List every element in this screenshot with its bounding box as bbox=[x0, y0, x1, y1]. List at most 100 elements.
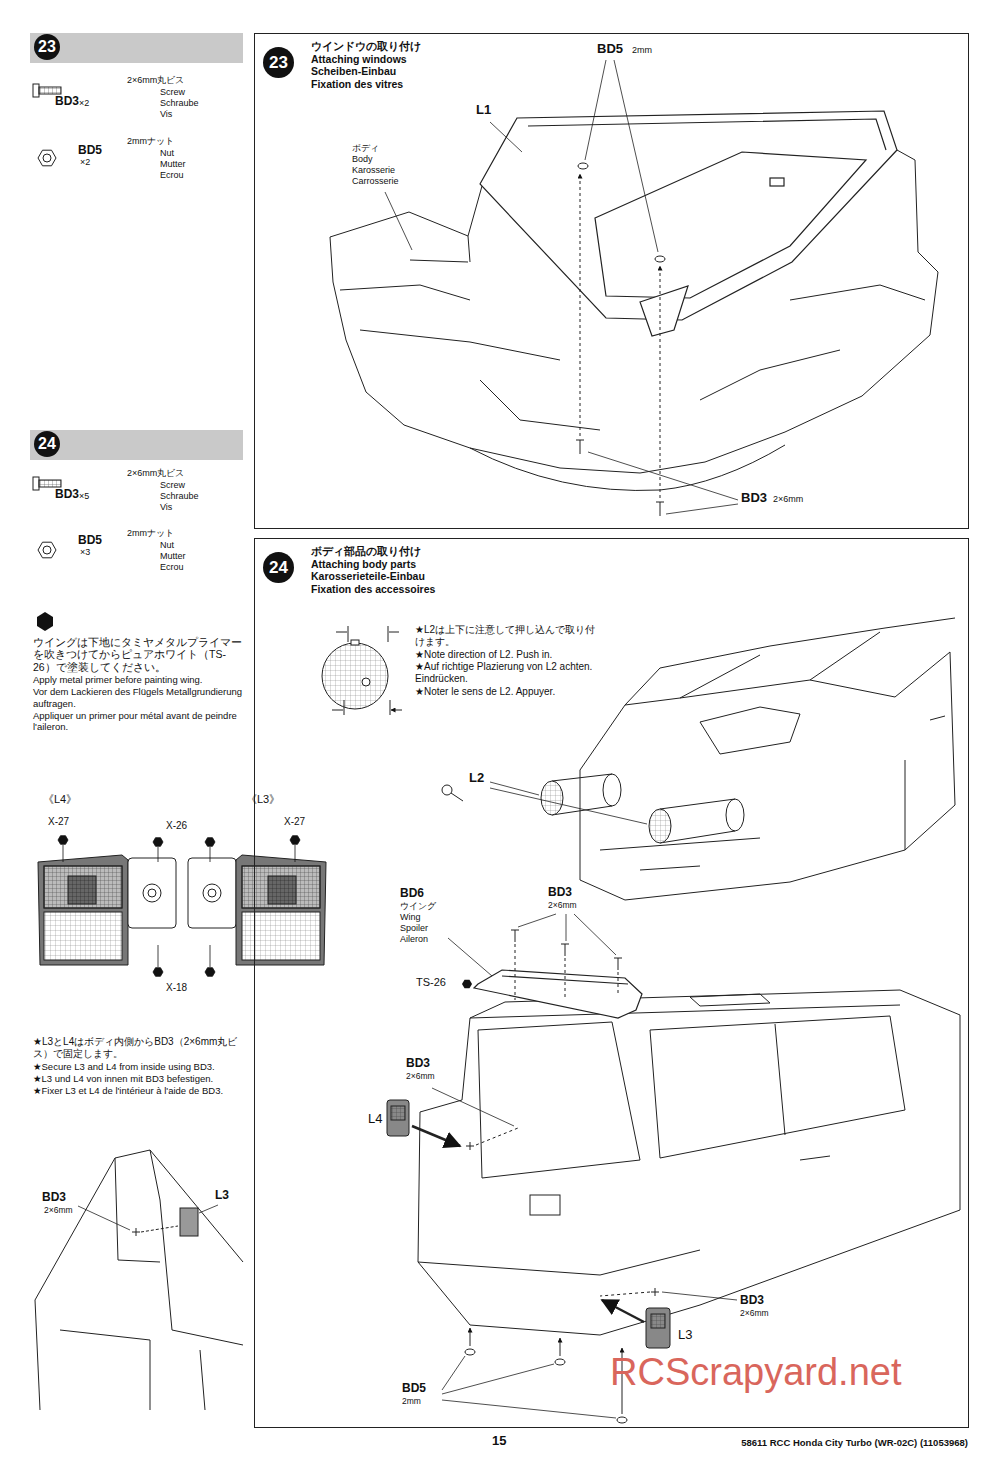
note: ★Secure L3 and L4 from inside using BD3. bbox=[33, 1061, 251, 1072]
car-body bbox=[340, 285, 470, 300]
window-part bbox=[480, 111, 897, 336]
part-code: L2 bbox=[469, 770, 484, 785]
part-code: BD3 bbox=[55, 487, 79, 501]
step-header: 23 bbox=[30, 33, 243, 63]
part-name: Carrosserie bbox=[352, 176, 399, 187]
part-code: 《L4》 bbox=[43, 793, 77, 806]
fastener bbox=[614, 958, 622, 970]
car-body bbox=[625, 618, 955, 705]
fastener bbox=[555, 1359, 565, 1365]
part-code: BD3 bbox=[741, 490, 767, 505]
part-code: BD5 bbox=[597, 41, 623, 56]
fastener bbox=[617, 1417, 627, 1423]
assembly-path bbox=[580, 174, 581, 436]
note: ★Fixer L3 et L4 de l'intérieur à l'aide … bbox=[33, 1085, 251, 1096]
screw-icon bbox=[33, 84, 39, 97]
lens-part bbox=[387, 1100, 409, 1136]
part-spec: 2×6mm bbox=[773, 494, 803, 505]
leader-line bbox=[490, 782, 647, 824]
leader-line bbox=[78, 1206, 130, 1230]
lens-part bbox=[44, 912, 122, 960]
fastener bbox=[466, 1142, 474, 1150]
note: ★Note direction of L2. Push in. bbox=[415, 649, 605, 661]
body-inset bbox=[35, 1150, 243, 1410]
car-body bbox=[895, 652, 955, 805]
part-spec: 2×6mm丸ビス bbox=[127, 468, 184, 479]
paint-mark bbox=[158, 847, 159, 862]
part-spec: 2mm bbox=[632, 45, 652, 56]
lens-detail bbox=[332, 632, 402, 710]
paint-code: X-27 bbox=[48, 816, 69, 828]
lens-part bbox=[188, 858, 236, 928]
paint-mark bbox=[210, 945, 211, 967]
car-body bbox=[960, 1015, 961, 1210]
assembly-path bbox=[412, 1126, 460, 1146]
part-name: Aileron bbox=[400, 934, 428, 945]
part-code: BD5 bbox=[78, 533, 102, 547]
nut-icon bbox=[43, 546, 51, 554]
lens-part bbox=[128, 858, 176, 928]
step-title: Fixation des accessoires bbox=[311, 583, 435, 596]
headlight-part bbox=[649, 809, 671, 843]
paint-code: X-18 bbox=[166, 982, 187, 994]
car-body bbox=[680, 632, 880, 698]
lens-part bbox=[141, 1226, 178, 1232]
part-code: BD5 bbox=[402, 1381, 426, 1395]
lens-detail bbox=[362, 678, 370, 686]
leader-line bbox=[385, 60, 738, 514]
leader-line bbox=[666, 504, 738, 514]
fastener bbox=[576, 440, 584, 454]
paint-mark bbox=[58, 836, 300, 977]
note: ★Auf richtige Plazierung von L2 achten. … bbox=[415, 661, 605, 685]
leader-line bbox=[585, 60, 606, 160]
step-number-text: 23 bbox=[269, 53, 288, 73]
body-inset bbox=[150, 1150, 172, 1330]
leader-line bbox=[574, 914, 616, 955]
car-body bbox=[330, 212, 470, 262]
car-body bbox=[700, 707, 800, 754]
note: ★L2は上下に注意して押し込んで取り付けます。 bbox=[415, 624, 605, 648]
part-name: Vis bbox=[160, 502, 172, 513]
assembly-path bbox=[470, 1328, 471, 1346]
fastener bbox=[576, 163, 665, 516]
step-title: Scheiben-Einbau bbox=[311, 65, 421, 78]
car-body bbox=[650, 1016, 905, 1158]
headlight-part bbox=[442, 785, 452, 795]
lens-part bbox=[132, 1228, 140, 1236]
part-name: Nut bbox=[160, 540, 174, 551]
step-number-text: 23 bbox=[34, 34, 60, 60]
car-body bbox=[600, 838, 760, 870]
leader-line bbox=[662, 1292, 737, 1300]
step-title: Attaching windows bbox=[311, 53, 421, 66]
step-number: 23 bbox=[263, 47, 294, 78]
part-code: BD3 bbox=[548, 885, 572, 899]
body-inset bbox=[35, 1150, 243, 1300]
paint-mark bbox=[462, 980, 472, 989]
lens-part bbox=[143, 884, 161, 902]
lens-part bbox=[180, 1208, 198, 1236]
part-spec: 2mm bbox=[402, 1396, 421, 1406]
fastener bbox=[465, 930, 659, 1423]
note: Apply metal primer before painting wing. bbox=[33, 674, 251, 685]
lens-part bbox=[203, 884, 221, 902]
assembly-path bbox=[618, 972, 619, 996]
lens-part bbox=[208, 889, 216, 897]
part-name: Karosserie bbox=[352, 165, 395, 176]
window-part bbox=[770, 178, 784, 186]
fastener bbox=[578, 163, 588, 169]
leader-line bbox=[442, 1364, 554, 1394]
part-code: 《L3》 bbox=[246, 793, 280, 806]
leader-line bbox=[442, 1356, 465, 1390]
body-inset bbox=[115, 1158, 118, 1260]
window-part bbox=[528, 119, 886, 150]
leader-line bbox=[432, 1088, 514, 1126]
paint-code: X-26 bbox=[166, 820, 187, 832]
part-code: BD3 bbox=[42, 1190, 66, 1204]
fastener bbox=[465, 1349, 475, 1355]
lens-detail bbox=[322, 626, 402, 715]
assembly-path bbox=[412, 944, 650, 1414]
leader-line bbox=[432, 914, 737, 1418]
window-part bbox=[640, 286, 688, 336]
